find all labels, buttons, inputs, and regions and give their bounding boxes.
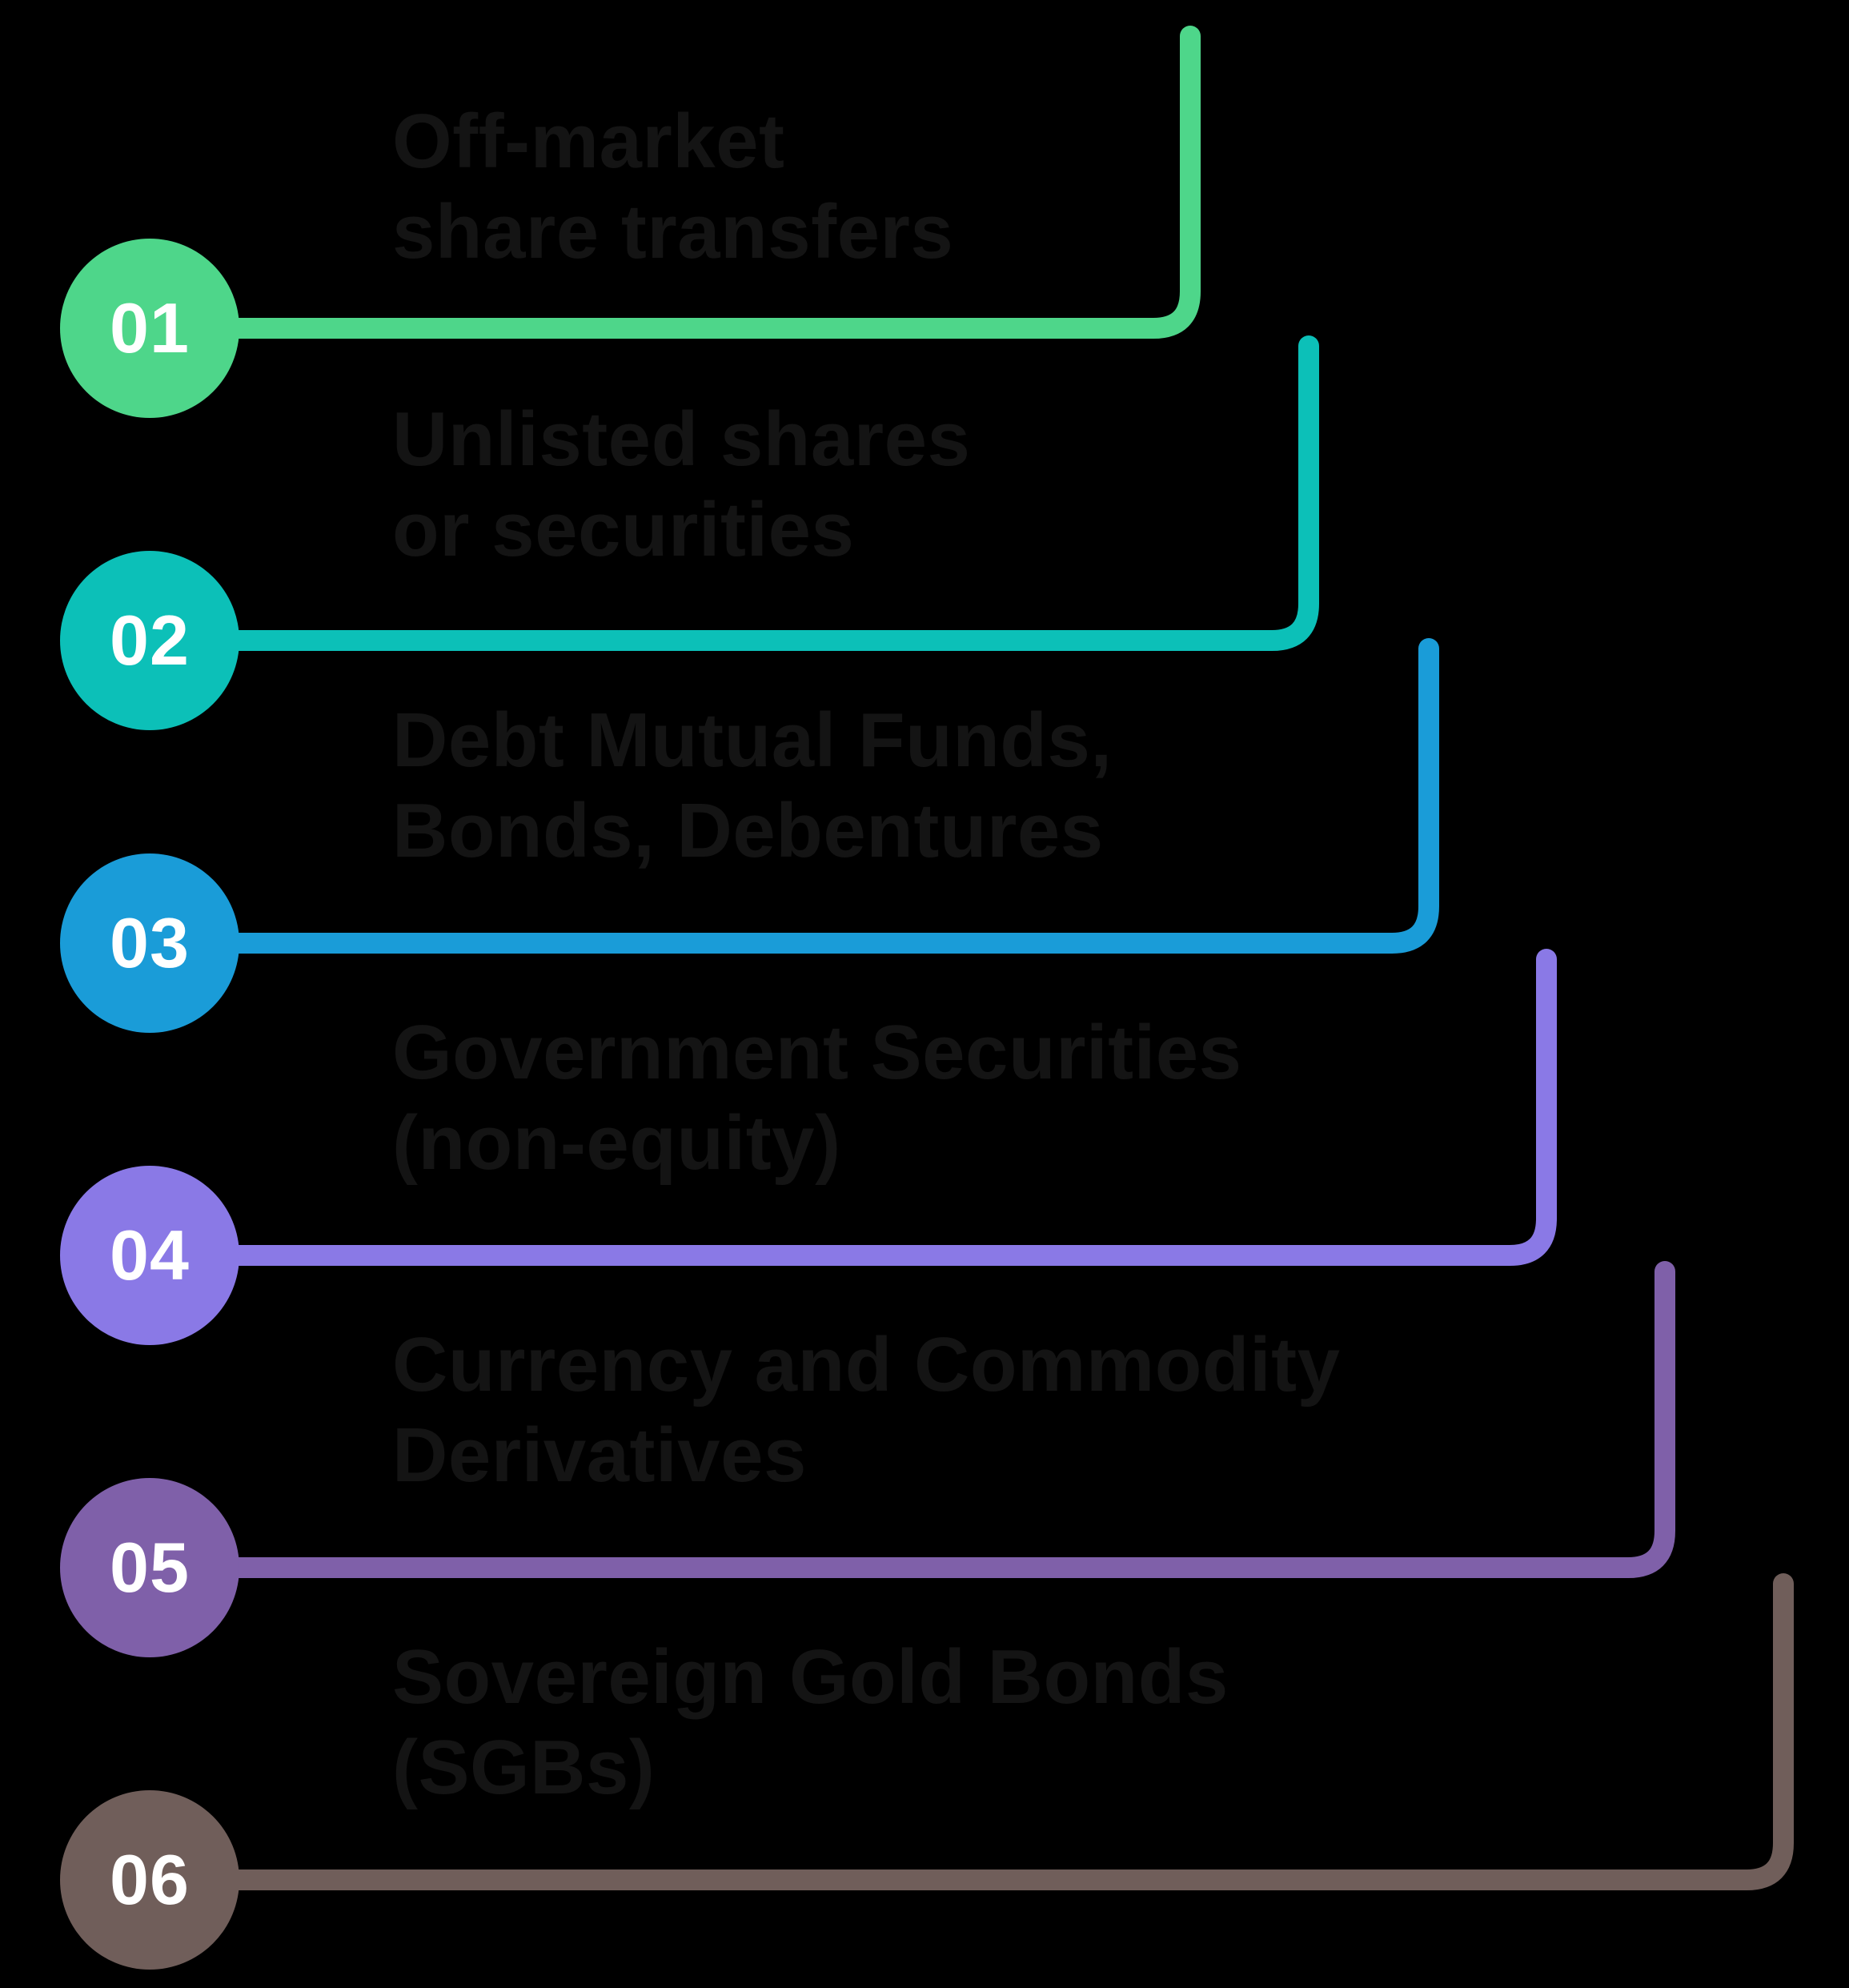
connector-line-03 <box>224 638 1439 954</box>
step-label-06: Sovereign Gold Bonds (SGBs) <box>392 1634 1229 1811</box>
step-label-04: Government Securities (non-equity) <box>392 1010 1242 1187</box>
step-label-03: Debt Mutual Funds, Bonds, Debentures <box>392 697 1113 874</box>
step-circle-02[interactable]: 02 <box>60 551 239 730</box>
step-number-text: 05 <box>110 1528 190 1607</box>
step-label-02: Unlisted shares or securities <box>392 396 971 573</box>
step-circle-04[interactable]: 04 <box>60 1166 239 1345</box>
step-label-01: Off-market share transfers <box>392 98 954 275</box>
step-label-05: Currency and Commodity Derivatives <box>392 1322 1341 1499</box>
step-circle-01[interactable]: 01 <box>60 239 239 418</box>
step-circle-05[interactable]: 05 <box>60 1478 239 1657</box>
connector-line-01 <box>224 26 1201 339</box>
step-number-text: 02 <box>110 600 190 680</box>
connector-line-04 <box>224 949 1557 1266</box>
step-number-text: 01 <box>110 288 190 367</box>
connector-line-06 <box>224 1573 1794 1890</box>
step-circle-06[interactable]: 06 <box>60 1790 239 1970</box>
connector-line-02 <box>224 335 1319 651</box>
step-number-text: 04 <box>110 1215 190 1295</box>
step-number-text: 06 <box>110 1840 190 1919</box>
connector-line-05 <box>224 1261 1675 1578</box>
step-circle-03[interactable]: 03 <box>60 853 239 1033</box>
step-number-text: 03 <box>110 903 190 982</box>
